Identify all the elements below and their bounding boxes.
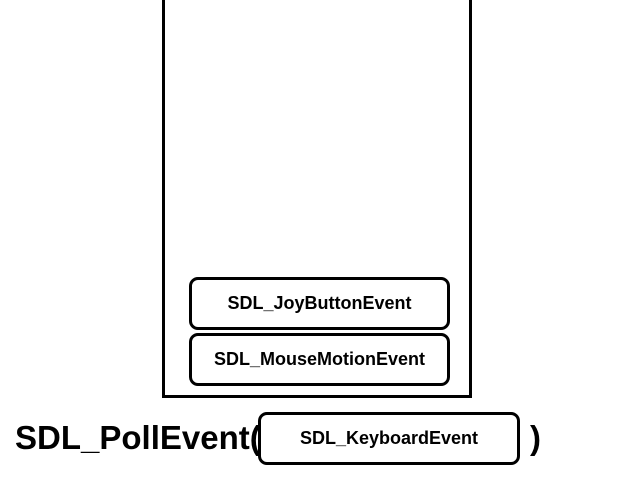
event-queue	[162, 0, 472, 398]
polled-event-keyboard: SDL_KeyboardEvent	[258, 412, 520, 465]
event-label: SDL_JoyButtonEvent	[227, 293, 412, 313]
event-label: SDL_KeyboardEvent	[299, 428, 479, 448]
poll-closing-paren: )	[530, 419, 541, 456]
poll-function-name: SDL_PollEvent(	[15, 419, 261, 456]
queued-event-joy-button: SDL_JoyButtonEvent	[189, 277, 450, 330]
event-label: SDL_MouseMotionEvent	[213, 349, 425, 369]
queued-event-mouse-motion: SDL_MouseMotionEvent	[189, 333, 450, 386]
